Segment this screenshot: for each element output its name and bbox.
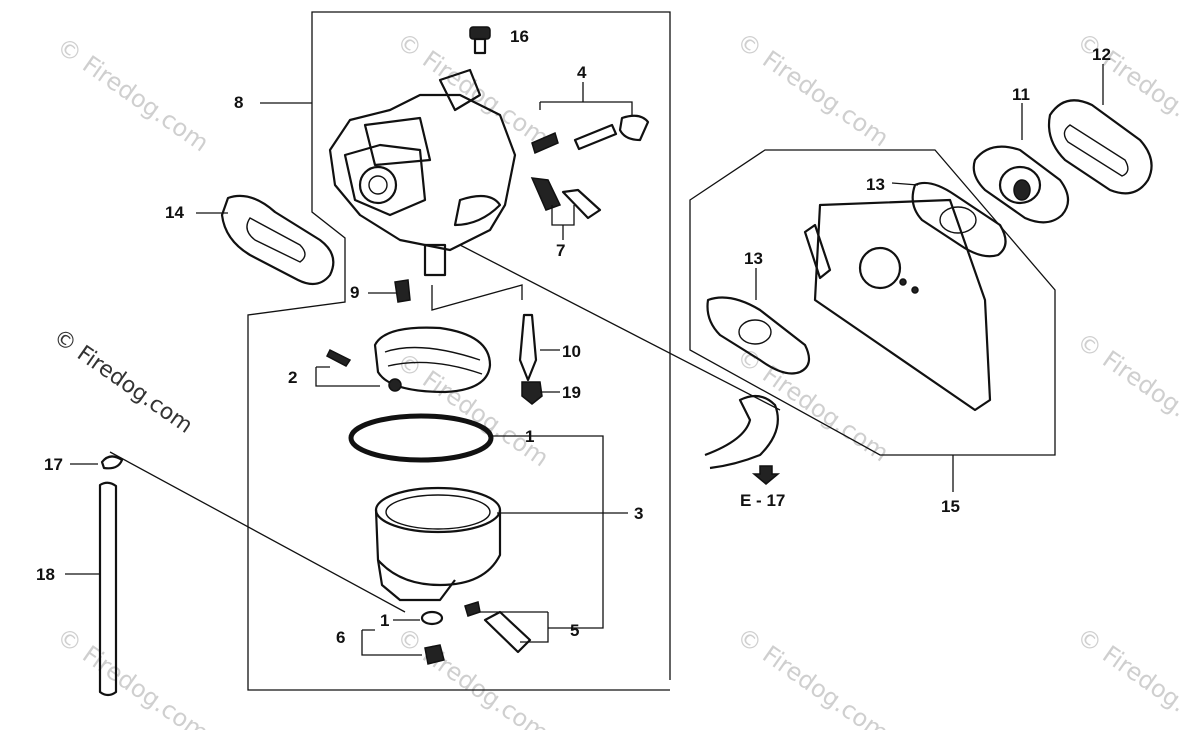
watermark: © Firedog.com	[392, 27, 554, 152]
callout-labels: 8 16 4 7 14 9 10 2 19 1 3 1 5 6 17 18 11…	[36, 27, 1111, 647]
gasket-13-right	[911, 181, 1007, 258]
watermark: © Firedog.com	[732, 27, 894, 152]
callout-17: 17	[44, 455, 63, 474]
carburetor-body	[328, 68, 517, 277]
gasket-12	[1047, 99, 1153, 195]
watermark-dark: © Firedog.com	[49, 324, 197, 438]
gasket-13-left	[706, 296, 811, 375]
assembly-15-outline	[689, 149, 1056, 456]
watermark: © Firedog.com	[732, 622, 894, 730]
valve-19	[521, 381, 543, 405]
callout-2: 2	[288, 368, 297, 387]
screw-9	[394, 279, 411, 303]
callout-4: 4	[577, 63, 587, 82]
callout-13-right: 13	[866, 175, 885, 194]
callout-12: 12	[1092, 45, 1111, 64]
assembly-brackets	[247, 11, 1056, 691]
screws-7	[530, 177, 602, 220]
watermark: © Firedog.com	[52, 32, 214, 157]
callout-16: 16	[510, 27, 529, 46]
watermark: © Firedog.com	[1072, 27, 1180, 152]
callout-13-left: 13	[744, 249, 763, 268]
float-2	[326, 326, 492, 394]
callout-5: 5	[570, 621, 579, 640]
callout-1-lower: 1	[380, 611, 389, 630]
callout-18: 18	[36, 565, 55, 584]
needle-10	[518, 313, 538, 382]
drain-parts	[420, 601, 532, 665]
o-ring-1	[348, 413, 494, 463]
fuel-tube-18	[98, 455, 124, 697]
watermark: © Firedog.com	[1072, 622, 1180, 730]
callout-3: 3	[634, 504, 643, 523]
watermark: © Firedog.com	[52, 622, 214, 730]
assembly-8-outline	[247, 11, 671, 691]
heat-insulator-plate	[803, 198, 992, 412]
callout-1-upper: 1	[525, 427, 534, 446]
callout-10: 10	[562, 342, 581, 361]
callout-14: 14	[165, 203, 184, 222]
callout-6: 6	[336, 628, 345, 647]
callout-11: 11	[1012, 85, 1030, 104]
screws-4	[531, 114, 650, 155]
callout-19: 19	[562, 383, 581, 402]
reference-e17: E - 17	[740, 491, 785, 510]
arrow-down-icon	[751, 465, 781, 485]
bolt-16	[469, 26, 491, 55]
callout-9: 9	[350, 283, 359, 302]
intake-tube	[704, 394, 779, 470]
float-bowl-3	[374, 486, 502, 602]
callout-15: 15	[941, 497, 960, 516]
insulator-11	[972, 145, 1070, 224]
callout-8: 8	[234, 93, 243, 112]
gasket-14	[220, 194, 335, 286]
callout-7: 7	[556, 241, 565, 260]
leader-lines	[65, 64, 1104, 656]
watermark: © Firedog.com	[1072, 327, 1180, 452]
